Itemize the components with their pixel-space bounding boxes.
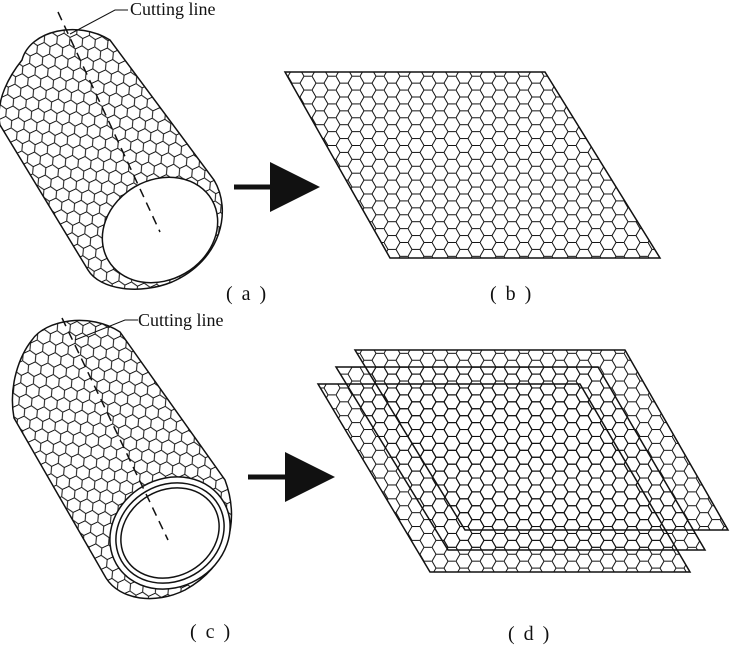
panel-d-stack: [316, 349, 730, 573]
cutting-line-c: [61, 317, 169, 541]
panel-label-a: ( a ): [226, 283, 268, 305]
callout-leader-a: [69, 9, 128, 35]
panel-c-tube: Cutting line: [11, 310, 233, 600]
callout-leader-c: [74, 319, 138, 341]
tube-c-inner-rim: [120, 487, 220, 579]
panel-a-tube: Cutting line: [0, 0, 223, 290]
panel-b-sheet: [283, 71, 662, 259]
panel-label-d: ( d ): [508, 623, 551, 645]
cutting-line-a: [57, 11, 161, 233]
sheet-b: [283, 71, 662, 259]
panel-label-c: ( c ): [190, 621, 232, 643]
tube-a-opening: [101, 176, 219, 284]
callout-text-c: Cutting line: [138, 310, 224, 330]
panel-label-b: ( b ): [490, 283, 533, 305]
callout-text-a: Cutting line: [130, 0, 216, 19]
sheet-d-front: [353, 349, 730, 531]
